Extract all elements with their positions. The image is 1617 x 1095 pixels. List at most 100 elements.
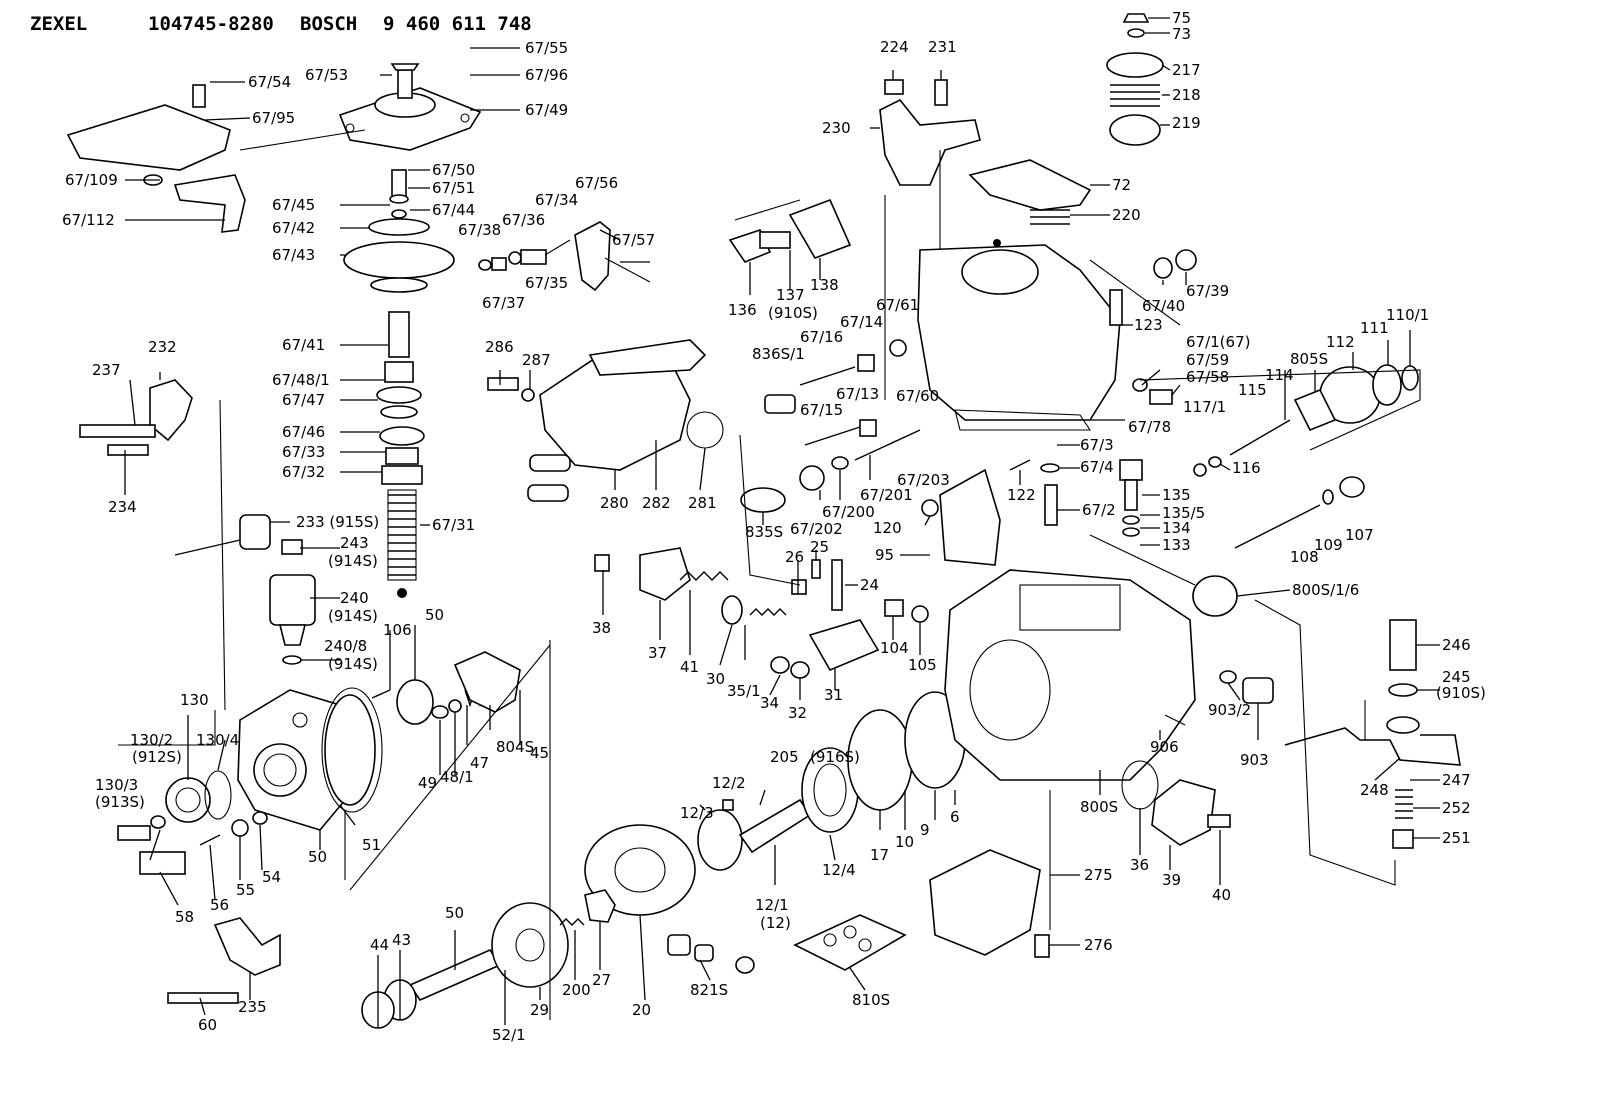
leader-lines <box>124 17 1440 1028</box>
part-label: 282 <box>642 494 671 512</box>
part-label: 41 <box>680 658 699 676</box>
bracket-arm <box>173 174 246 233</box>
sleeve-67-48-1 <box>384 361 414 383</box>
bolt-137 <box>759 231 791 249</box>
part-label: 12/1 <box>755 896 789 914</box>
control-sleeve-31 <box>808 619 880 672</box>
part-label: 67/1(67) <box>1186 333 1250 351</box>
part-label: 55 <box>236 881 255 899</box>
pipe-247 <box>1284 727 1461 766</box>
nut-67-14 <box>857 354 875 372</box>
sleeve-217 <box>1106 52 1164 78</box>
disc-67-43b <box>370 277 428 293</box>
part-label: 50 <box>308 848 327 866</box>
solenoid-240 <box>269 574 316 626</box>
part-label: 25 <box>810 538 829 556</box>
part-34 <box>770 656 790 674</box>
part-label: 114 <box>1265 366 1294 384</box>
spring-252 <box>1395 789 1413 819</box>
part-label: 251 <box>1442 829 1471 847</box>
part-label: 136 <box>728 301 757 319</box>
shaft-115 <box>1229 419 1291 456</box>
part-label: 67/51 <box>432 179 475 197</box>
part-label: 248 <box>1360 781 1389 799</box>
bolt-286 <box>487 377 519 391</box>
spring-200 <box>559 918 585 926</box>
head-bore-inner <box>263 753 297 787</box>
nozzle-280a <box>529 454 571 472</box>
roller-821S-b <box>694 944 714 962</box>
screw-120 <box>921 499 939 517</box>
part-label: 12/4 <box>822 861 856 879</box>
bolt-234 <box>107 444 149 456</box>
ring-50 <box>396 679 434 725</box>
part-label: 67/44 <box>432 201 475 219</box>
part-label: 40 <box>1212 886 1231 904</box>
part-label: 67/47 <box>282 391 325 409</box>
part-label: 54 <box>262 868 281 886</box>
plate-37 <box>639 547 691 601</box>
part-label: 50 <box>425 606 444 624</box>
part-label: 67/59 <box>1186 351 1229 369</box>
part-label: 58 <box>175 908 194 926</box>
bolt-246 <box>1389 619 1417 671</box>
part-label: 30 <box>706 670 725 688</box>
part-26 <box>791 579 807 595</box>
part-label: 243 <box>340 534 369 552</box>
part-label: 24 <box>860 576 879 594</box>
part-label: 67/58 <box>1186 368 1229 386</box>
part-67-37 <box>491 257 507 271</box>
part-label: 95 <box>875 546 894 564</box>
ring-133 <box>1122 527 1140 537</box>
part-label: 903 <box>1240 751 1269 769</box>
nut-243 <box>281 539 303 555</box>
part-label: 49 <box>418 774 437 792</box>
spring-body <box>387 489 417 581</box>
part-label: 67/46 <box>282 423 325 441</box>
washer-245 <box>1388 683 1418 697</box>
part-label: 903/2 <box>1208 701 1251 719</box>
spring-106 <box>371 689 391 699</box>
plate-67-42 <box>368 218 430 236</box>
part-label: (916S) <box>810 748 860 766</box>
part-label: 218 <box>1172 86 1201 104</box>
washer-49 <box>431 705 449 719</box>
part-label: (913S) <box>95 793 145 811</box>
part-label: 29 <box>530 1001 549 1019</box>
part-label: 104 <box>880 639 909 657</box>
part-label: 217 <box>1172 61 1201 79</box>
pin-67-34 <box>544 239 571 256</box>
part-label: 67/95 <box>252 109 295 127</box>
part-label: 67/2 <box>1082 501 1116 519</box>
seal-800S-1-6 <box>1192 575 1238 617</box>
part-label: 43 <box>392 931 411 949</box>
part-label: 67/55 <box>525 39 568 57</box>
pin-67-35 <box>520 249 547 265</box>
part-label: 52/1 <box>492 1026 526 1044</box>
part-label: 286 <box>485 338 514 356</box>
part-label: 220 <box>1112 206 1141 224</box>
diaphragm-67-43 <box>343 241 455 279</box>
part-label: 37 <box>648 644 667 662</box>
part-label: 280 <box>600 494 629 512</box>
spring-seat-b <box>380 405 418 419</box>
washer-67-59 <box>1132 378 1148 392</box>
screw-67-16 <box>799 366 856 386</box>
part-label: (910S) <box>768 304 818 322</box>
part-label: 67/34 <box>535 191 578 209</box>
bolt-123 <box>1109 289 1123 326</box>
gear-205-inner <box>813 763 847 817</box>
stud-67-50 <box>391 169 407 199</box>
part-label: 109 <box>1314 536 1343 554</box>
spring-41 <box>679 571 729 581</box>
part-label: 138 <box>810 276 839 294</box>
nozzle-280b <box>527 484 569 502</box>
part-label: 232 <box>148 338 177 356</box>
part-label: 75 <box>1172 9 1191 27</box>
ring-134 <box>1122 515 1140 525</box>
part-label: 35/1 <box>727 682 761 700</box>
bosch-part-number: 9 460 611 748 <box>383 13 532 35</box>
cap-107 <box>1339 476 1365 498</box>
washer-110-1 <box>1401 365 1419 391</box>
part-label: 906 <box>1150 738 1179 756</box>
